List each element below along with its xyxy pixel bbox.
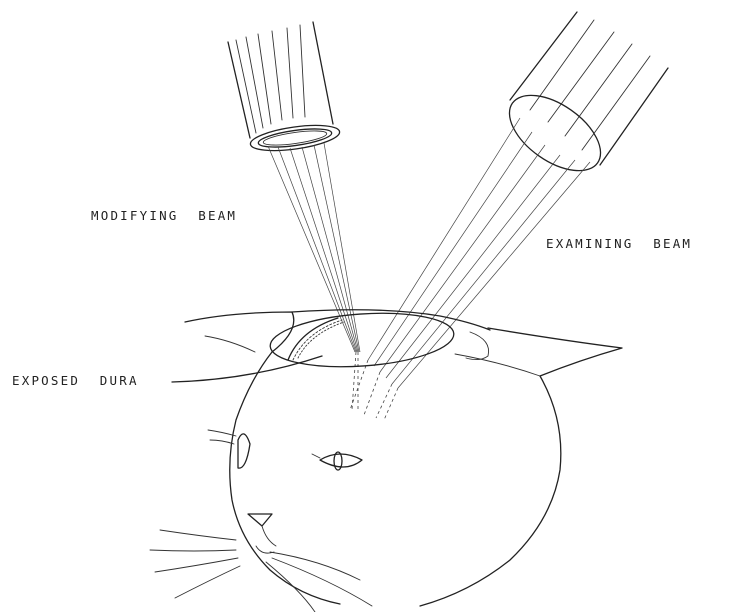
modifying-beam-tube [228, 22, 341, 155]
examining-beam-label: EXAMINING BEAM [546, 236, 692, 251]
examining-beam-rays [350, 118, 590, 420]
modifying-beam-rays [268, 143, 360, 410]
modifying-beam-label: MODIFYING BEAM [91, 208, 237, 223]
dura-pointer-line [172, 356, 322, 382]
exposed-dura-label: EXPOSED DURA [12, 373, 139, 388]
cat-head [150, 308, 622, 612]
examining-beam-tube [496, 12, 668, 186]
